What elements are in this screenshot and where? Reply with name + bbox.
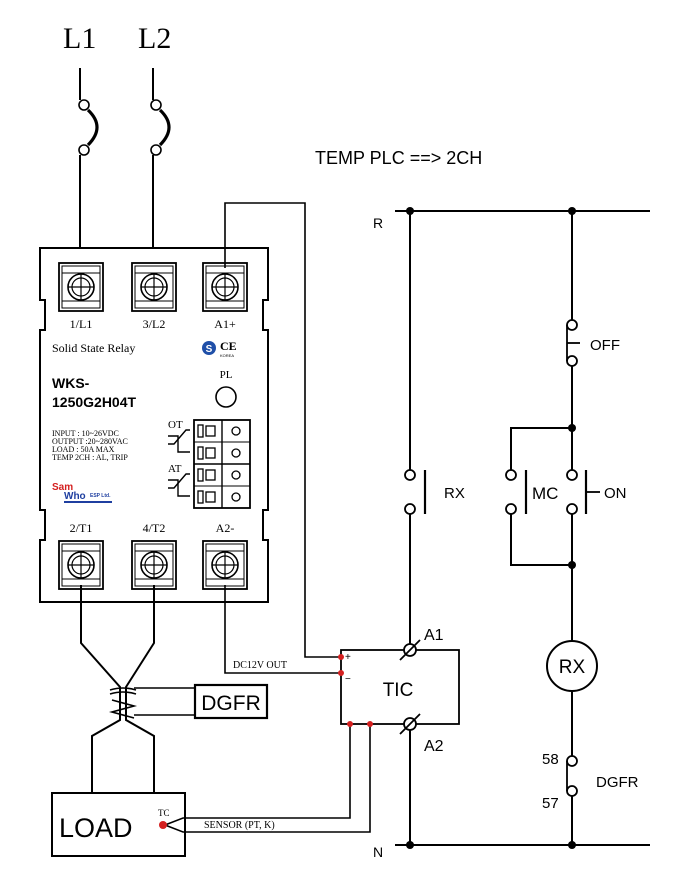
svg-text:TIC: TIC	[383, 680, 414, 701]
samwho-logo: Sam Who ESP Ltd.	[52, 482, 112, 503]
ot-label: OT	[168, 419, 183, 431]
svg-text:Sam: Sam	[52, 482, 73, 493]
tic-a1-label: A1	[424, 627, 444, 644]
terminal-1l1	[58, 262, 104, 312]
junction-dots	[406, 207, 576, 849]
dgfr-contact	[566, 755, 578, 797]
off-label: OFF	[590, 337, 620, 354]
l2-breaker	[150, 68, 171, 262]
spec-output: OUTPUT :20~280VAC	[52, 437, 128, 446]
s-mark-icon: S	[202, 341, 216, 355]
at-label: AT	[168, 463, 182, 475]
terminal-label-3l2: 3/L2	[143, 317, 166, 331]
dgfr-term-57: 57	[542, 795, 559, 812]
relay-name: Solid State Relay	[52, 341, 135, 355]
svg-text:DGFR: DGFR	[201, 692, 261, 715]
l1-label: L1	[63, 22, 96, 55]
ladder-rails	[395, 210, 650, 846]
l2-label: L2	[138, 22, 171, 55]
svg-text:S: S	[206, 344, 213, 355]
rx-coil: RX	[546, 640, 598, 692]
relay-model-line1: WKS-	[52, 375, 90, 391]
svg-text:RX: RX	[559, 657, 586, 678]
terminal-label-2t1: 2/T1	[70, 521, 93, 535]
thermocouple-junction	[159, 821, 167, 829]
tic-a2-label: A2	[424, 738, 444, 755]
svg-text:ESP Ltd.: ESP Ltd.	[90, 493, 111, 499]
pl-lamp	[215, 386, 237, 408]
sensor-wiring	[164, 725, 371, 833]
rx-contact	[404, 469, 427, 515]
tic-minus-label: −	[345, 674, 351, 685]
load-box: LOAD	[51, 792, 186, 857]
ot-at-connector	[193, 419, 251, 509]
mc-contact	[505, 469, 528, 515]
tic-plus-label: +	[345, 652, 351, 663]
terminal-label-a1plus: A1+	[214, 317, 236, 331]
terminal-4t2	[131, 540, 177, 590]
rx-contact-label: RX	[444, 485, 465, 502]
terminal-a2minus	[202, 540, 248, 590]
ce-mark-icon: CE KOREA	[220, 339, 237, 358]
svg-text:Who: Who	[64, 491, 86, 502]
dgfr-box: DGFR	[193, 683, 269, 720]
svg-text:LOAD: LOAD	[59, 813, 133, 843]
control-wiring	[224, 202, 341, 674]
terminal-2t1	[58, 540, 104, 590]
on-label: ON	[604, 485, 627, 502]
sensor-label: SENSOR (PT, K)	[204, 820, 275, 831]
relay-model-line2: 1250G2H04T	[52, 394, 137, 410]
tc-label: TC	[158, 808, 170, 818]
diagram-title: TEMP PLC ==> 2CH	[315, 148, 482, 168]
svg-text:CE: CE	[220, 339, 237, 353]
dc-out-label: DC12V OUT	[233, 660, 287, 671]
dgfr-contact-label: DGFR	[596, 774, 639, 791]
at-contact-symbol	[168, 473, 190, 497]
terminal-3l2	[131, 262, 177, 312]
l1-breaker	[78, 68, 99, 262]
tic-controller: TIC + −	[338, 639, 460, 735]
ot-contact-symbol	[168, 429, 190, 453]
terminal-label-a2minus: A2-	[216, 521, 235, 535]
spec-temp: TEMP 2CH : AL, TRIP	[52, 453, 128, 462]
mc-label: MC	[532, 484, 558, 503]
svg-text:KOREA: KOREA	[220, 353, 234, 358]
terminal-label-4t2: 4/T2	[143, 521, 166, 535]
terminal-a1plus	[202, 262, 248, 312]
off-pushbutton	[566, 319, 580, 367]
spec-load: LOAD : 50A MAX	[52, 445, 115, 454]
on-pushbutton	[566, 469, 600, 515]
solid-state-relay: 1/L1 3/L2 A1+ Solid State Relay S CE KOR…	[39, 247, 269, 603]
rail-r-label: R	[373, 215, 383, 231]
spec-input: INPUT : 10~26VDC	[52, 429, 119, 438]
pl-label: PL	[220, 369, 233, 381]
terminal-label-1l1: 1/L1	[70, 317, 93, 331]
dgfr-term-58: 58	[542, 751, 559, 768]
rail-n-label: N	[373, 844, 383, 860]
current-transformer	[108, 687, 195, 719]
